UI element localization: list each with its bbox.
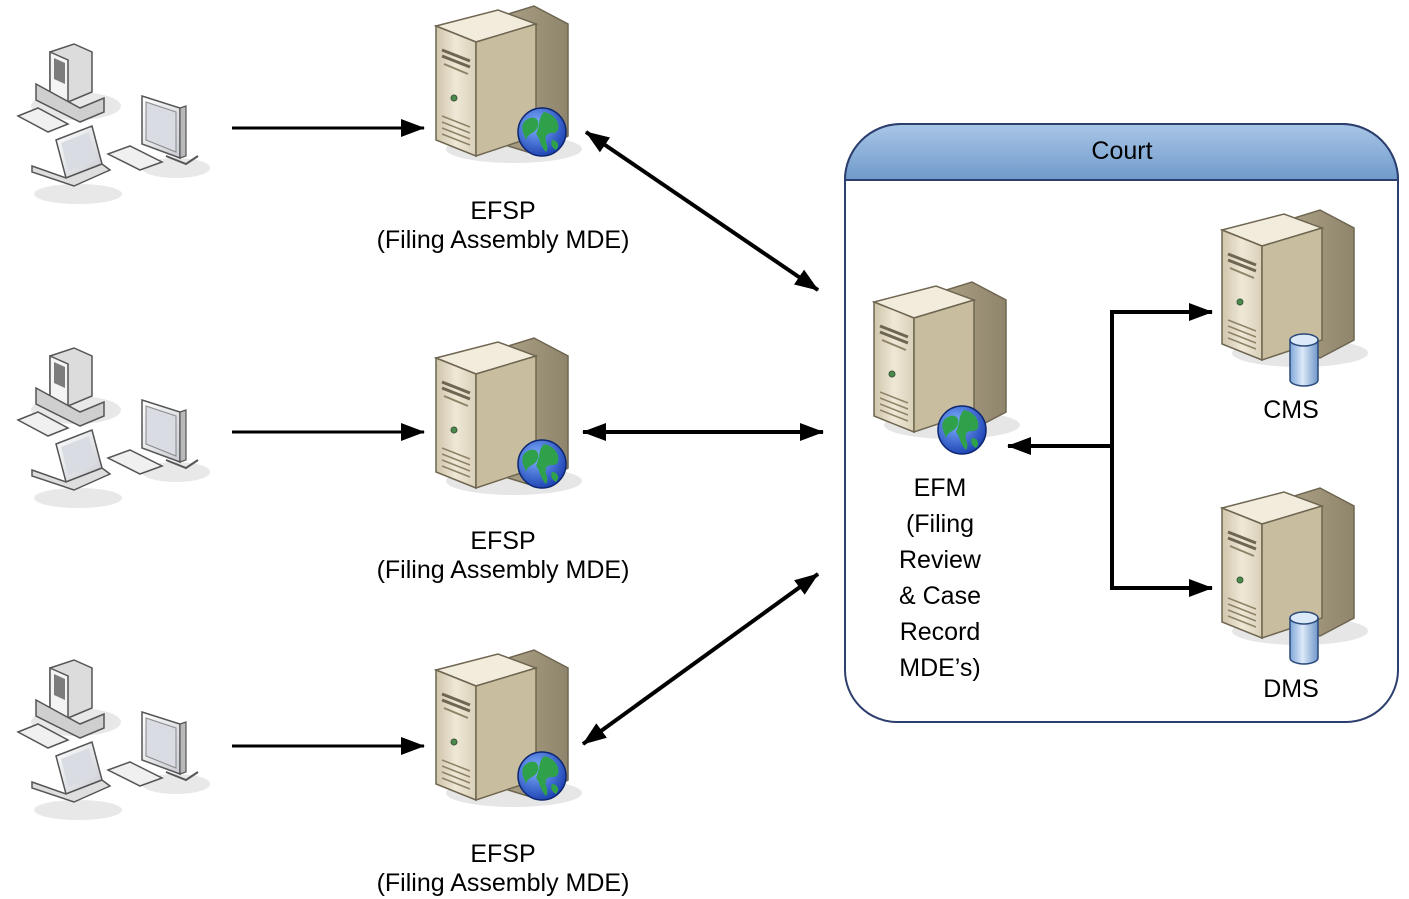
efm-label-line: Review [899, 546, 981, 574]
efsp-2-label: EFSP (Filing Assembly MDE) [330, 527, 676, 585]
cms-label: CMS [1263, 396, 1319, 424]
efsp-server-1-icon [434, 4, 584, 165]
efsp-1-name: EFSP [470, 197, 536, 225]
efm-label-line: MDE’s) [899, 654, 981, 682]
globe-icon [937, 405, 987, 455]
efsp-1-sublabel: (Filing Assembly MDE) [376, 226, 630, 254]
efsp-2-sublabel: (Filing Assembly MDE) [376, 556, 630, 584]
efm-label-line: (Filing [905, 510, 975, 538]
efsp-1-label: EFSP (Filing Assembly MDE) [330, 197, 676, 255]
efm-cms-dms-connector [1007, 303, 1213, 597]
globe-icon [517, 439, 567, 489]
efm-label-line: & Case [899, 582, 981, 610]
court-title: Court [1091, 137, 1153, 165]
efm-label: EFM (Filing Review & Case Record MDE’s) [880, 470, 1000, 686]
dms-server-icon [1220, 486, 1370, 665]
database-icon [1289, 611, 1319, 665]
client-group-2 [17, 347, 211, 509]
efm-server-icon [872, 280, 1022, 455]
client-group-1 [17, 43, 211, 205]
efm-label-line: EFM [913, 474, 967, 502]
efsp-3-sublabel: (Filing Assembly MDE) [376, 869, 630, 897]
client-group-3 [17, 659, 211, 821]
efsp-server-3-icon [434, 648, 584, 809]
dms-label: DMS [1263, 675, 1319, 703]
efsp-3-label: EFSP (Filing Assembly MDE) [330, 840, 676, 898]
database-icon [1289, 333, 1319, 387]
efsp-server-2-icon [434, 336, 584, 497]
efm-label-line: Record [899, 618, 981, 646]
cms-server-icon [1220, 208, 1370, 387]
globe-icon [517, 107, 567, 157]
globe-icon [517, 751, 567, 801]
efsp-1-efm-arrow [584, 130, 820, 292]
efsp-2-name: EFSP [470, 527, 536, 555]
efsp-3-name: EFSP [470, 840, 536, 868]
efsp-3-efm-arrow [581, 572, 820, 746]
